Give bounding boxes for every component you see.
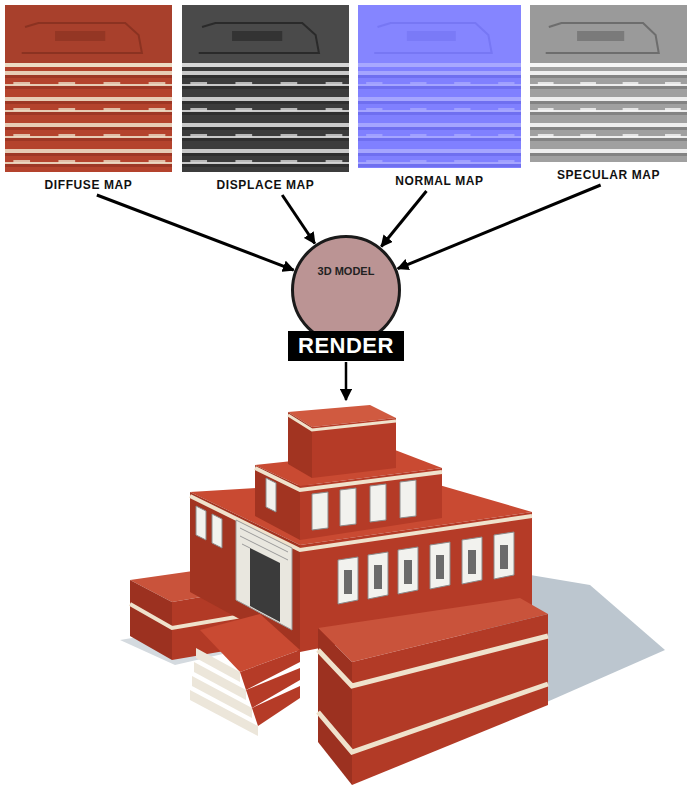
circle-outline — [291, 235, 401, 345]
door-opening — [250, 548, 280, 622]
wing-side — [130, 580, 172, 660]
trim — [318, 636, 548, 686]
band-label: RENDER — [298, 333, 394, 359]
niches-side — [196, 506, 222, 548]
texture-map: DIFFUSE MAP — [5, 5, 172, 192]
render-band: RENDER — [288, 331, 404, 361]
circle-label: 3D MODEL — [291, 265, 401, 277]
niches — [266, 478, 416, 530]
doorway — [236, 520, 292, 630]
niche-figures — [344, 545, 508, 594]
input-arrow — [282, 195, 315, 244]
stairs — [190, 614, 300, 736]
wing-front — [352, 614, 548, 785]
texture-map: NORMAL MAP — [358, 5, 521, 188]
map-label: DISPLACE MAP — [182, 178, 349, 192]
input-arrow — [381, 191, 426, 247]
texture-map: SPECULAR MAP — [530, 5, 687, 182]
texture-thumbnail — [530, 5, 687, 162]
niches — [338, 532, 514, 604]
map-label: SPECULAR MAP — [530, 168, 687, 182]
wing-side — [318, 628, 352, 785]
trim — [288, 415, 396, 430]
input-arrow — [97, 195, 294, 270]
input-arrow — [398, 185, 601, 269]
trim — [318, 684, 548, 752]
tier-front — [300, 468, 442, 540]
render-arrow — [345, 362, 348, 400]
texture-thumbnail — [182, 5, 349, 172]
door-carving — [240, 528, 288, 560]
map-label: DIFFUSE MAP — [5, 178, 172, 192]
texture-map: DISPLACE MAP — [182, 5, 349, 192]
model-circle: 3D MODEL — [291, 235, 401, 345]
tier-side — [255, 465, 300, 540]
map-label: NORMAL MAP — [358, 174, 521, 188]
texture-thumbnail — [358, 5, 521, 168]
texture-thumbnail — [5, 5, 172, 172]
